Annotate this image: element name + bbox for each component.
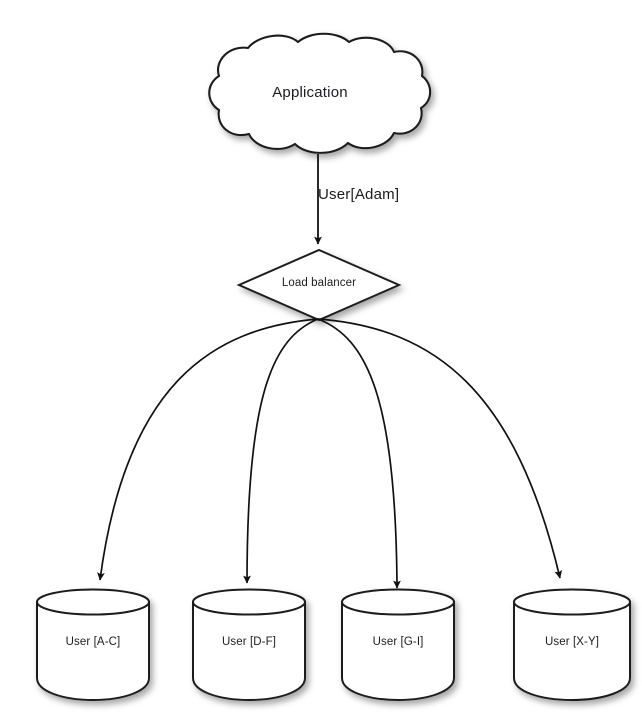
db-x-y-node[interactable] [513,588,631,702]
application-cloud-node[interactable] [208,32,432,154]
cylinder-top-x-y [513,588,631,616]
db-g-i-node[interactable] [341,588,455,702]
db-a-c-node[interactable] [36,588,150,702]
edge-curve-db-a-c [97,318,319,581]
cylinder-top-a-c [36,588,150,616]
db-d-f-node[interactable] [192,588,306,702]
edge-curve-db-g-i [317,318,401,589]
cylinder-body-x-y [513,601,631,702]
cylinder-top-g-i [341,588,455,616]
edge-balancer-to-db-d-f [243,318,319,584]
edge-curve-db-d-f [243,318,319,584]
cloud-shape [208,32,432,154]
cylinder-body-g-i [341,601,455,702]
cylinder-body-a-c [36,601,150,702]
edge-balancer-to-db-x-y [317,318,563,579]
edge-balancer-to-db-g-i [317,318,401,589]
cylinder-top-d-f [192,588,306,616]
load-balancer-node[interactable] [236,248,402,322]
edge-balancer-to-db-a-c [97,318,319,581]
cylinder-body-d-f [192,601,306,702]
diamond-shape [236,248,402,322]
edge-curve-db-x-y [317,318,563,579]
